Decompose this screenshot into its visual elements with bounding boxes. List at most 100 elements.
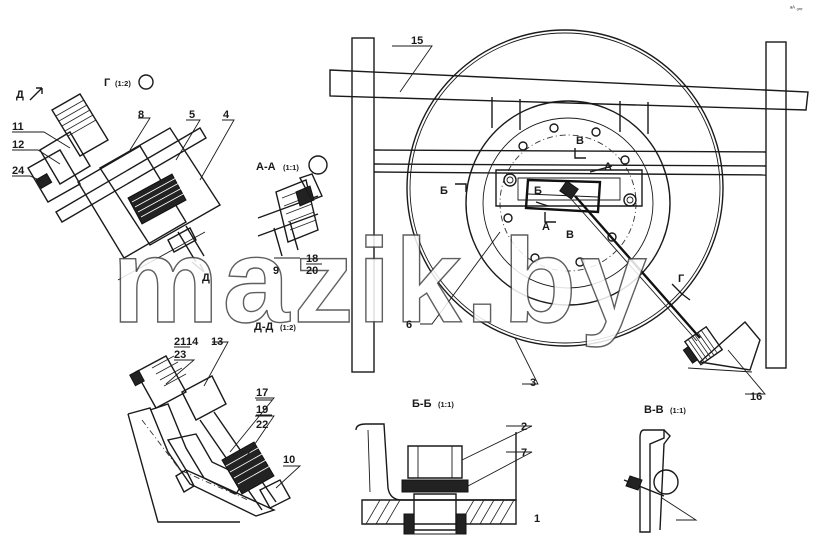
dd-coil: [221, 441, 275, 495]
vv-leader-1: [661, 497, 698, 521]
part-label-3: 3: [530, 377, 536, 389]
frame-posts: [351, 37, 787, 373]
mark-g-arrow: Г: [678, 273, 685, 285]
mount-plate: [495, 169, 643, 207]
left-mount-plate: [55, 127, 207, 223]
leaders-main: [392, 45, 766, 395]
section-cut-marks: [455, 148, 691, 301]
mark-b-left: Б: [440, 185, 448, 197]
bb-leader-7: [467, 451, 533, 487]
nut-stack-top: [27, 93, 109, 203]
leaders-left: [12, 117, 235, 183]
sensor-housing: [524, 178, 602, 214]
view-arrow-d-top: [29, 87, 43, 101]
part-label-19: 19: [256, 404, 268, 416]
hub-ring-outer: [465, 100, 671, 306]
vv-profile: [639, 429, 665, 533]
section-titles: Г (1:2) А-А (1:1) Д-Д (1:2) Б-Б (1:1) В-…: [104, 77, 686, 416]
title-aa-scale: (1:1): [283, 163, 299, 172]
sensor-element: [559, 180, 579, 200]
part-label-13: 13: [211, 336, 223, 348]
wheel-rim-inner: [409, 32, 721, 344]
part-label-8: 8: [138, 109, 144, 121]
leaders-dd: [165, 341, 302, 489]
part-label-7: 7: [521, 447, 527, 459]
plate-bolt-right: [623, 193, 637, 207]
bracket-base: [687, 367, 753, 373]
cylinder-body-4: [99, 127, 221, 246]
section-aa: [257, 155, 328, 259]
bb-leader-2: [461, 425, 533, 461]
aa-stud: [273, 221, 299, 257]
part-label-9: 9: [273, 265, 279, 277]
mount-plate-inner: [517, 177, 621, 201]
part-label-20: 20: [306, 265, 318, 277]
watermark: mazik.by: [112, 214, 651, 348]
view-mark-letters: Д Д А А Б Б В В Г: [16, 89, 685, 285]
title-vv-scale: (1:1): [670, 406, 686, 415]
mark-a-top: А: [604, 161, 612, 173]
plate-bolt-left: [503, 173, 517, 187]
part-label-15: 15: [411, 35, 423, 47]
connector-bracket: [698, 320, 761, 371]
hub-ring-inner: [482, 117, 654, 289]
part-label-18: 18: [306, 253, 318, 265]
cross-beam-upper: [373, 149, 767, 167]
title-bb-letter: Б-Б: [412, 398, 432, 410]
bb-washer-7: [401, 479, 469, 493]
aa-body: [275, 179, 319, 243]
section-dd: [127, 341, 302, 523]
section-bb: [355, 423, 533, 535]
part-label-6: 6: [406, 319, 412, 331]
dd-nut-stack: [129, 355, 227, 421]
dd-bottom-nut: [259, 479, 291, 509]
part-label-17: 17: [256, 387, 268, 399]
part-label-2: 2: [521, 421, 527, 433]
section-vv: [623, 429, 698, 533]
sensor-cable: [574, 195, 701, 339]
sensor-cable-outer: [571, 199, 698, 342]
main-view: [329, 29, 809, 395]
left-base-line: [117, 231, 206, 281]
dd-sheet: [127, 403, 276, 517]
beam-brackets: [491, 97, 649, 134]
title-dd-scale: (1:2): [280, 323, 296, 332]
vv-bolt-1: [653, 469, 679, 495]
section-g-circle: [138, 74, 154, 90]
left-shaft-collar: [167, 227, 197, 253]
bolt-holes: [503, 123, 630, 267]
part-label-11: 11: [12, 121, 24, 133]
part-label-16: 16: [750, 391, 762, 403]
part-label-22: 22: [256, 419, 268, 431]
mark-b-inner: Б: [534, 185, 542, 197]
title-g-scale: (1:2): [115, 79, 131, 88]
bb-bolt-head-2: [407, 445, 463, 479]
cylinder-flange-5: [77, 145, 187, 259]
cable-connector-16: [682, 325, 724, 366]
label-underlines: [174, 263, 322, 416]
part-labels: 1 2 3 4 5 6 7 8 9 10 11 12 13 14 15 16 1…: [12, 35, 762, 525]
part-label-24: 24: [12, 165, 25, 177]
part-label-4: 4: [223, 109, 230, 121]
coil-winding: [127, 173, 187, 225]
mark-d-top: Д: [16, 89, 24, 101]
corner-mark: ᵃᴬ ₒₙᵣ: [790, 4, 803, 12]
part-label-23: 23: [174, 349, 186, 361]
part-label-5: 5: [189, 109, 195, 121]
title-vv-letter: В-В: [644, 404, 664, 416]
mark-v-bottom: В: [566, 229, 574, 241]
section-aa-circle: [308, 155, 328, 175]
part-label-14: 14: [186, 336, 199, 348]
dd-base: [127, 413, 240, 523]
dd-side-bolt: [175, 469, 195, 493]
mark-d-bottom: Д: [202, 272, 210, 284]
view-arrow-d-bottom: [191, 261, 205, 273]
title-dd-letter: Д-Д: [254, 321, 273, 333]
title-bb-scale: (1:1): [438, 400, 454, 409]
wheel-disk: [406, 29, 724, 347]
mark-v-top: В: [576, 135, 584, 147]
part-label-10: 10: [283, 454, 295, 466]
part-label-21: 21: [174, 336, 186, 348]
